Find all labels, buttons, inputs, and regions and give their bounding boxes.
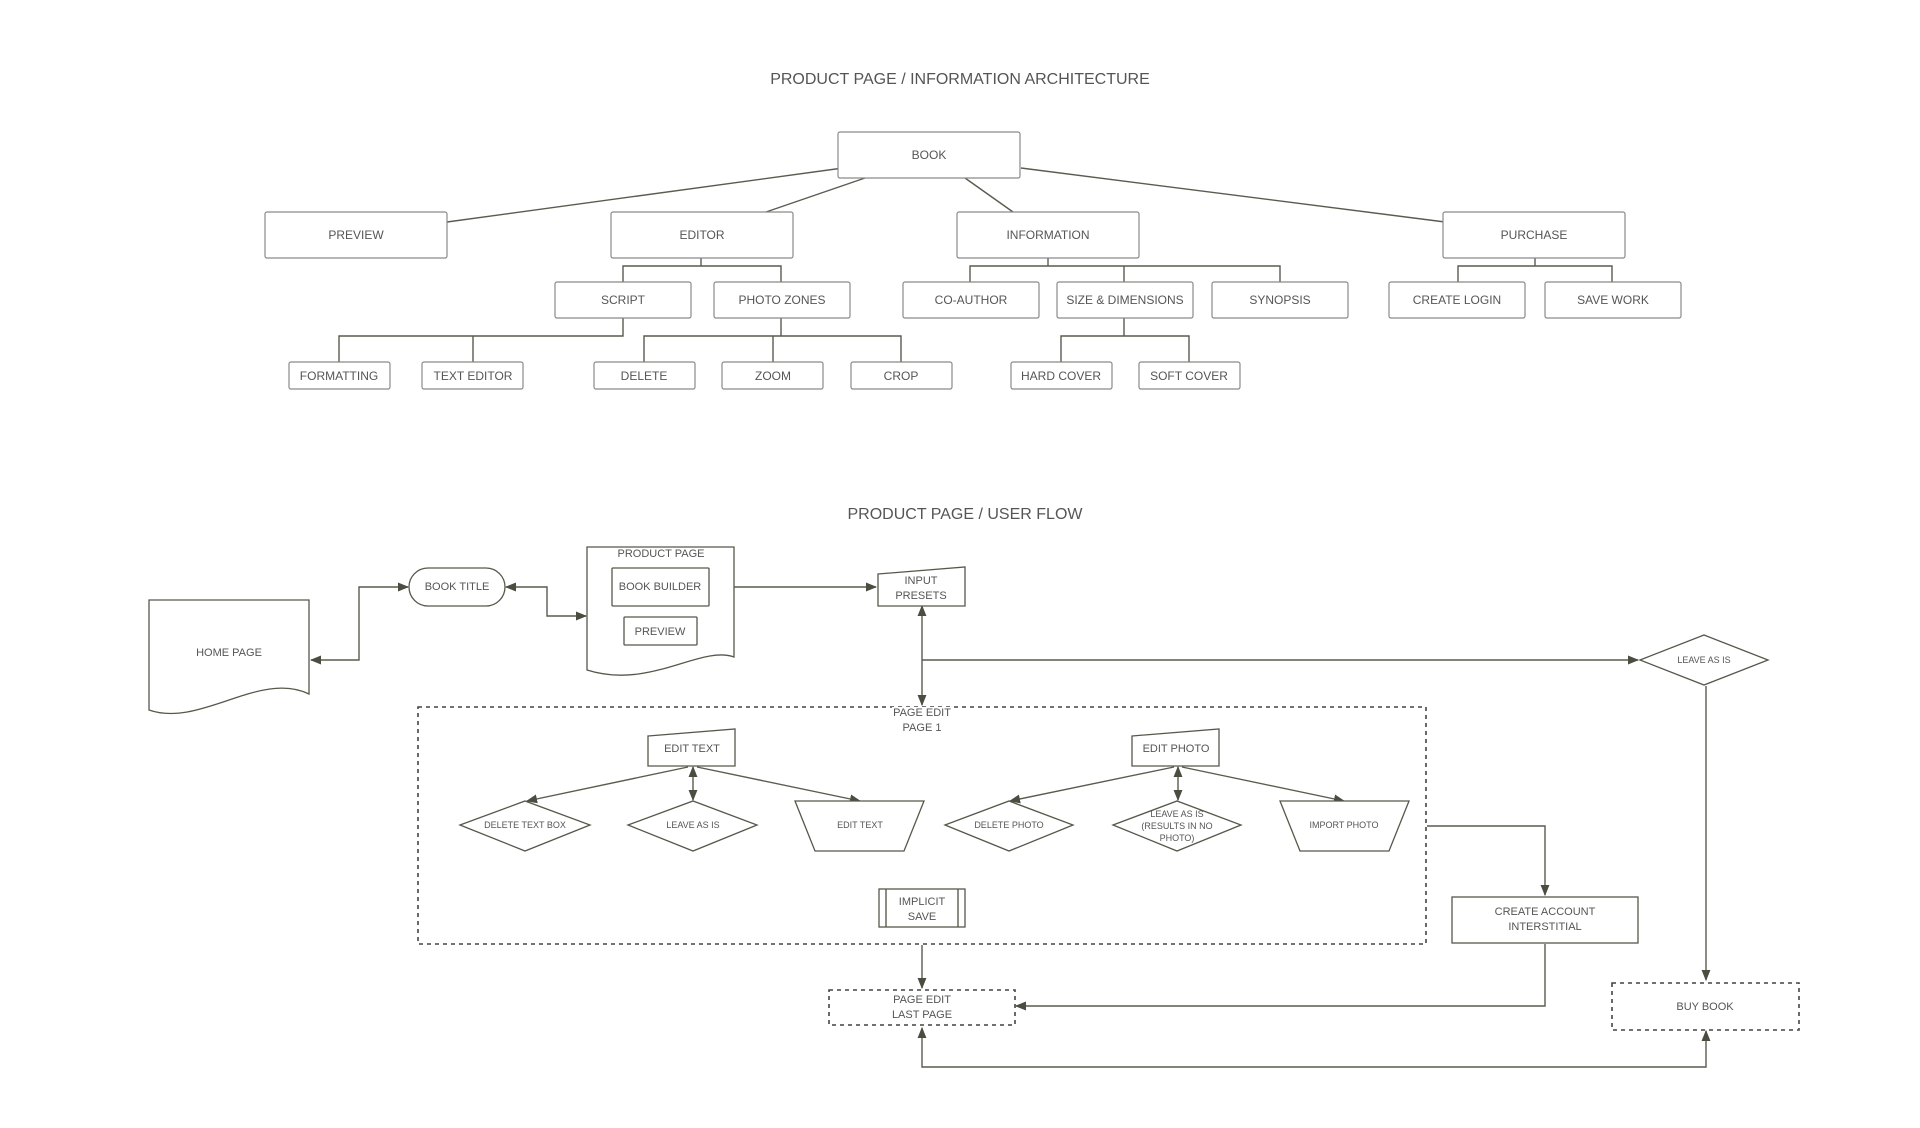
flow-title: PRODUCT PAGE / USER FLOW [848,506,1084,523]
ia-node-purchase: PURCHASE [1442,211,1626,259]
ia-node-soft-cover: SOFT COVER [1138,361,1241,390]
svg-text:EDIT TEXT: EDIT TEXT [837,820,883,830]
flow-node-buy-book: BUY BOOK [1611,982,1800,1031]
flow-node-create-account: CREATE ACCOUNT INTERSTITIAL [1451,896,1639,944]
svg-text:CREATE LOGIN: CREATE LOGIN [1413,293,1501,307]
ia-node-zoom: ZOOM [721,361,824,390]
ia-node-script: SCRIPT [554,281,692,319]
svg-text:LEAVE AS IS: LEAVE AS IS [666,820,719,830]
svg-text:CREATE ACCOUNT: CREATE ACCOUNT [1495,906,1596,918]
flow-node-home-page: HOME PAGE [148,599,310,715]
svg-text:DELETE PHOTO: DELETE PHOTO [974,820,1043,830]
svg-text:LEAVE AS IS: LEAVE AS IS [1150,809,1203,819]
ia-node-co-author: CO-AUTHOR [902,281,1040,319]
svg-text:PHOTO ZONES: PHOTO ZONES [738,293,825,307]
svg-text:EDITOR: EDITOR [679,228,724,242]
svg-text:SIZE & DIMENSIONS: SIZE & DIMENSIONS [1066,293,1183,307]
svg-text:PREVIEW: PREVIEW [635,626,686,638]
svg-text:BOOK TITLE: BOOK TITLE [425,581,490,593]
ia-node-text-editor: TEXT EDITOR [421,361,524,390]
svg-text:IMPLICIT: IMPLICIT [899,896,946,908]
svg-text:HARD COVER: HARD COVER [1021,369,1101,383]
ia-node-crop: CROP [850,361,953,390]
svg-text:LAST PAGE: LAST PAGE [892,1009,952,1021]
svg-text:FORMATTING: FORMATTING [300,369,378,383]
flow-node-delete-photo: DELETE PHOTO [943,800,1075,852]
svg-text:PREVIEW: PREVIEW [328,228,384,242]
ia-node-hard-cover: HARD COVER [1010,361,1113,390]
svg-text:BOOK: BOOK [912,148,947,162]
svg-text:EDIT TEXT: EDIT TEXT [664,743,720,755]
ia-node-delete: DELETE [593,361,696,390]
flow-node-import-photo: IMPORT PHOTO [1279,800,1410,852]
svg-text:PURCHASE: PURCHASE [1501,228,1568,242]
svg-text:PRODUCT PAGE: PRODUCT PAGE [618,548,705,560]
svg-text:INPUT: INPUT [905,575,938,587]
flow-node-implicit-save: IMPLICIT SAVE [878,888,966,928]
flow-node-leave-as-is-top: LEAVE AS IS [1638,634,1770,686]
flow-node-delete-text-box: DELETE TEXT BOX [458,800,592,852]
ia-node-photo-zones: PHOTO ZONES [713,281,851,319]
flow-page-edit-container: PAGE EDIT PAGE 1 [417,706,1427,945]
svg-text:PRESETS: PRESETS [895,590,946,602]
svg-text:SAVE: SAVE [908,911,937,923]
svg-text:BUY BOOK: BUY BOOK [1676,1001,1734,1013]
ia-node-size-dimensions: SIZE & DIMENSIONS [1056,281,1194,319]
flow-connectors [309,582,1711,1068]
ia-node-save-work: SAVE WORK [1544,281,1682,319]
ia-node-create-login: CREATE LOGIN [1388,281,1526,319]
ia-node-book: BOOK [837,131,1021,179]
svg-text:DELETE TEXT BOX: DELETE TEXT BOX [484,820,566,830]
flow-node-edit-photo-box: EDIT PHOTO [1131,728,1220,767]
flow-node-page-edit-last: PAGE EDIT LAST PAGE [828,989,1016,1026]
svg-text:SCRIPT: SCRIPT [601,293,646,307]
flow-node-edit-text-box: EDIT TEXT [647,728,736,767]
svg-text:TEXT EDITOR: TEXT EDITOR [434,369,513,383]
svg-text:INFORMATION: INFORMATION [1006,228,1089,242]
svg-text:HOME PAGE: HOME PAGE [196,647,262,659]
flow-node-book-builder: BOOK BUILDER [611,567,710,607]
svg-text:CROP: CROP [884,369,919,383]
svg-text:IMPORT PHOTO: IMPORT PHOTO [1309,820,1378,830]
svg-text:PHOTO): PHOTO) [1160,833,1195,843]
svg-text:DELETE: DELETE [621,369,668,383]
ia-node-editor: EDITOR [610,211,794,259]
flow-node-leave-photo: LEAVE AS IS (RESULTS IN NO PHOTO) [1111,800,1243,852]
flow-node-product-page: PRODUCT PAGE [586,546,735,676]
flow-node-input-presets: INPUT PRESETS [877,566,966,607]
svg-text:ZOOM: ZOOM [755,369,791,383]
svg-text:(RESULTS IN NO: (RESULTS IN NO [1141,821,1212,831]
ia-node-preview: PREVIEW [264,211,448,259]
svg-text:INTERSTITIAL: INTERSTITIAL [1508,921,1581,933]
ia-connectors [338,167,1613,362]
flow-node-book-title: BOOK TITLE [408,567,506,607]
svg-text:PAGE EDIT: PAGE EDIT [893,707,951,719]
svg-text:SYNOPSIS: SYNOPSIS [1249,293,1310,307]
svg-text:LEAVE AS IS: LEAVE AS IS [1677,655,1730,665]
svg-text:PAGE 1: PAGE 1 [903,722,942,734]
flow-node-preview: PREVIEW [623,616,698,646]
svg-text:EDIT PHOTO: EDIT PHOTO [1143,743,1210,755]
svg-text:SAVE WORK: SAVE WORK [1577,293,1649,307]
flow-node-leave-as-is: LEAVE AS IS [626,800,759,852]
ia-node-information: INFORMATION [956,211,1140,259]
ia-node-synopsis: SYNOPSIS [1211,281,1349,319]
svg-text:BOOK BUILDER: BOOK BUILDER [619,581,702,593]
ia-title: PRODUCT PAGE / INFORMATION ARCHITECTURE [770,71,1150,88]
svg-text:CO-AUTHOR: CO-AUTHOR [935,293,1008,307]
svg-text:SOFT COVER: SOFT COVER [1150,369,1228,383]
flow-node-edit-text: EDIT TEXT [794,800,925,852]
svg-text:PAGE EDIT: PAGE EDIT [893,994,951,1006]
ia-node-formatting: FORMATTING [288,361,391,390]
